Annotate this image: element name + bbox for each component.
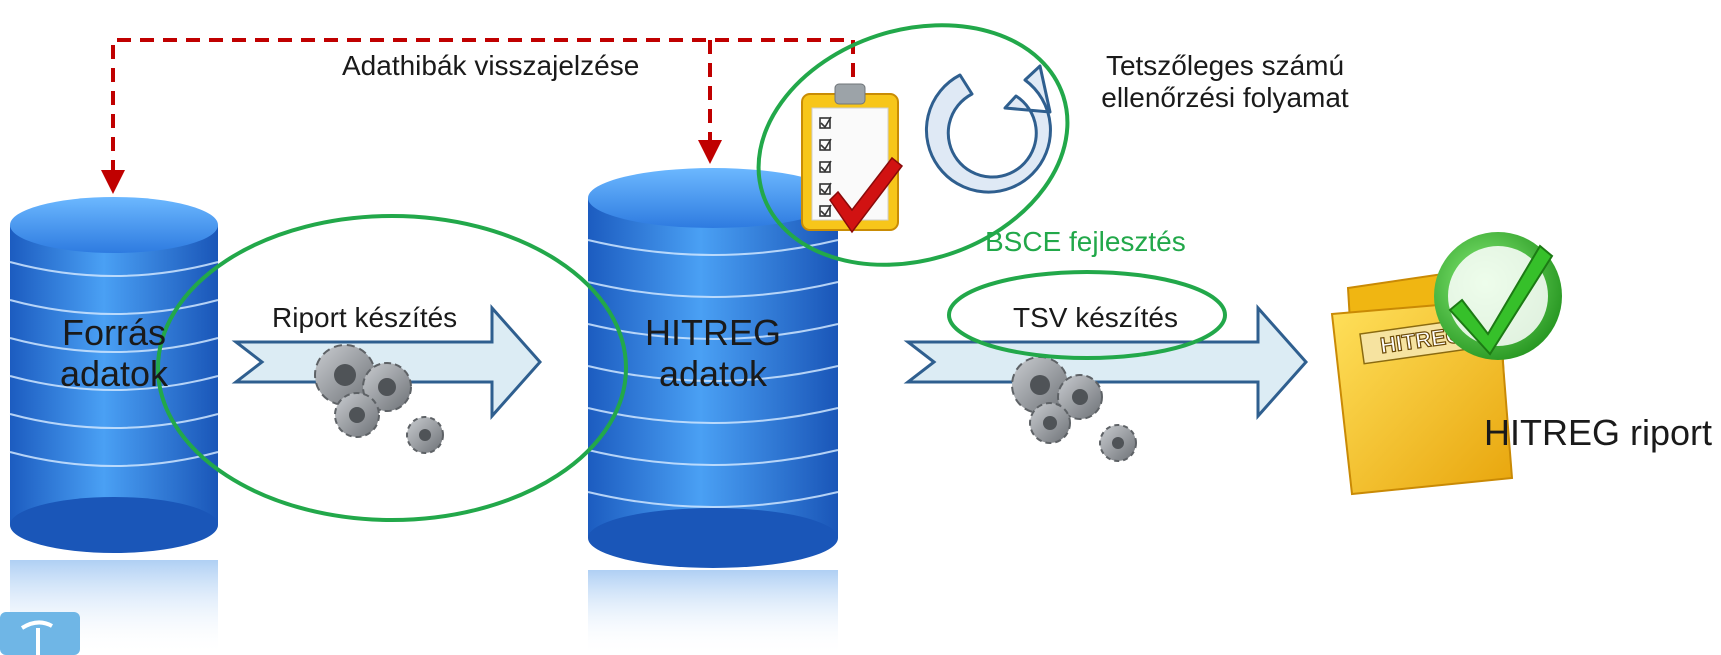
tsv-process-label: TSV készítés bbox=[1013, 302, 1178, 333]
check-process-label-line1: Tetszőleges számú bbox=[1105, 50, 1345, 81]
source-db-label-line2: adatok bbox=[59, 353, 169, 395]
feedback-label: Adathibák visszajelzése bbox=[342, 50, 640, 81]
source-db-label: Forrás adatok bbox=[24, 312, 204, 395]
feedback-arrow bbox=[111, 38, 855, 172]
hitreg-db-label: HITREG adatok bbox=[608, 312, 818, 395]
cycle-arrow-icon bbox=[924, 64, 1052, 194]
check-process-label-line2: ellenőrzési folyamat bbox=[1101, 82, 1349, 114]
check-circle-icon bbox=[1434, 232, 1562, 360]
report-process-arrow bbox=[231, 304, 543, 420]
feedback-arrowhead bbox=[698, 140, 722, 164]
feedback-arrowhead bbox=[101, 170, 125, 194]
tsv-process-arrow bbox=[903, 304, 1309, 420]
hitreg-db-label-line2: adatok bbox=[658, 353, 768, 395]
source-db-label-line1: Forrás bbox=[61, 312, 166, 353]
gears-icon bbox=[1011, 356, 1137, 462]
report-process-label: Riport készítés bbox=[272, 302, 458, 333]
source-database-icon bbox=[9, 197, 219, 655]
highlight-ellipse bbox=[947, 270, 1227, 360]
report-output-label: HITREG riport bbox=[1484, 412, 1713, 453]
logo-icon bbox=[0, 612, 80, 655]
highlight-ellipse bbox=[756, 23, 1070, 267]
highlight-ellipse bbox=[156, 214, 628, 522]
check-process-label: Tetszőleges számú ellenőrzési folyamat bbox=[1065, 50, 1385, 114]
hitreg-db-label-line1: HITREG bbox=[644, 312, 781, 353]
clipboard-checklist-icon bbox=[801, 83, 904, 234]
gears-icon bbox=[314, 344, 444, 454]
hitreg-database-icon bbox=[587, 168, 839, 655]
bsce-label: BSCE fejlesztés bbox=[985, 226, 1186, 257]
